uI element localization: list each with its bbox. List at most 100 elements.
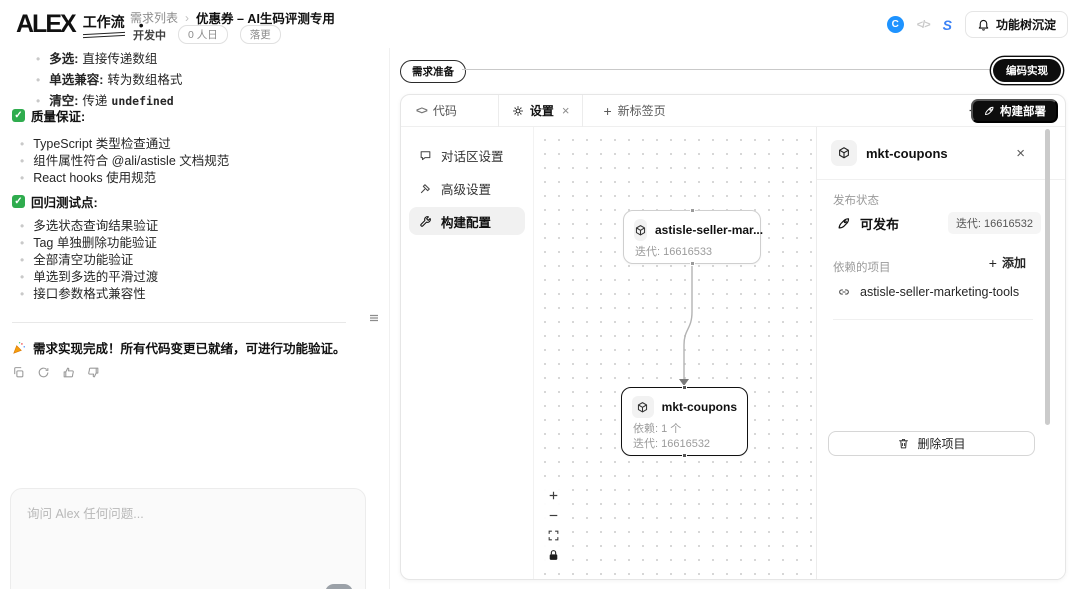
product-name: 工作流: [82, 14, 125, 30]
package-icon: [831, 140, 857, 166]
regenerate-icon[interactable]: [37, 366, 50, 379]
trash-icon: [899, 438, 909, 449]
deps-section-label: 依赖的项目: [833, 262, 891, 274]
lock-icon[interactable]: [547, 549, 560, 562]
workflow-stepper: 需求准备 编码实现: [400, 58, 1066, 84]
node-port[interactable]: [682, 453, 687, 458]
party-popper-icon: [13, 341, 25, 354]
product-name-wrap: 工作流: [82, 12, 125, 39]
bullet-icon: •: [20, 154, 25, 168]
iteration-badge: 迭代: 16616532: [947, 212, 1041, 234]
canvas-controls: [540, 485, 566, 566]
node-port[interactable]: [690, 208, 695, 213]
nav-item-build-config[interactable]: 构建配置: [409, 207, 525, 235]
stepper-line: [462, 69, 1004, 71]
zoom-in-icon[interactable]: [547, 489, 560, 502]
node-title: astisle-seller-mar...: [655, 223, 764, 237]
nav-item-advanced-settings[interactable]: 高级设置: [409, 174, 525, 202]
panel-resize-handle-icon[interactable]: [368, 312, 380, 324]
list-item: •全部清空功能验证: [20, 253, 134, 267]
chat-input-box[interactable]: [10, 488, 366, 589]
breadcrumb-parent[interactable]: 需求列表: [130, 11, 179, 25]
detail-header: mkt-coupons ×: [817, 127, 1065, 180]
plus-icon: +: [988, 254, 997, 271]
settings-nav: 对话区设置 高级设置 构建配置: [401, 127, 534, 579]
logo[interactable]: ALEX 工作流 •: [16, 10, 144, 39]
screwdriver-icon: [420, 183, 430, 193]
bullet-icon: •: [20, 270, 25, 284]
rocket-icon: [838, 217, 850, 228]
node-iteration: 迭代: 16616532: [633, 438, 711, 450]
node-detail-panel: mkt-coupons × 发布状态 可发布 迭代: 16616532 依赖的项…: [816, 127, 1065, 579]
add-dependency-button[interactable]: + 添加: [988, 254, 1026, 271]
bell-icon: [978, 19, 989, 31]
bullet-icon: •: [20, 137, 25, 151]
graph-node-parent[interactable]: astisle-seller-mar... 迭代: 16616533: [623, 208, 764, 266]
tab-code[interactable]: <> 代码: [416, 104, 457, 118]
feature-tree-button[interactable]: 功能树沉淀: [964, 11, 1068, 38]
new-tab-button[interactable]: + 新标签页: [603, 102, 666, 119]
detail-title: mkt-coupons: [866, 145, 948, 161]
message-divider: [12, 322, 346, 323]
publish-section-label: 发布状态: [833, 195, 879, 207]
chat-bubble-icon: [420, 150, 431, 160]
edge-connector: [679, 264, 693, 386]
fit-view-icon[interactable]: [547, 529, 560, 542]
delete-project-button[interactable]: 删除项目: [828, 431, 1035, 456]
package-icon: [634, 219, 647, 241]
close-tab-icon[interactable]: ×: [561, 103, 570, 118]
list-item: •多选:直接传递数组: [36, 52, 158, 66]
package-icon: [632, 396, 654, 418]
graph-node-selected[interactable]: mkt-coupons 依赖: 1 个 迭代: 16616532: [621, 385, 748, 458]
spark-logo-icon[interactable]: S: [942, 16, 952, 33]
list-item: •单选到多选的平滑过渡: [20, 270, 159, 284]
detail-divider: [833, 319, 1033, 320]
send-button[interactable]: [325, 584, 353, 589]
status-badge: 开发中: [133, 29, 166, 42]
list-item: •TypeScript 类型检查通过: [20, 137, 171, 151]
gear-icon: [513, 105, 523, 116]
thumbs-up-icon[interactable]: [62, 366, 75, 379]
publish-status: 可发布: [860, 216, 900, 232]
tab-settings[interactable]: 设置 ×: [497, 95, 584, 127]
logo-text: ALEX: [16, 10, 77, 38]
zoom-out-icon[interactable]: [547, 509, 560, 522]
wrench-icon: [420, 215, 431, 227]
list-item: •接口参数格式兼容性: [20, 287, 146, 301]
close-panel-icon[interactable]: ×: [1016, 144, 1025, 162]
status-badges: 开发中 0 人日 落更: [133, 25, 281, 44]
node-port[interactable]: [682, 385, 687, 390]
publish-status-row: 可发布 迭代: 16616532: [836, 212, 1041, 234]
node-port[interactable]: [690, 261, 695, 266]
chat-input[interactable]: [27, 503, 347, 583]
list-item: •单选兼容:转为数组格式: [36, 73, 183, 87]
message-actions: [12, 366, 100, 379]
bullet-icon: •: [36, 52, 41, 66]
bullet-icon: •: [20, 287, 25, 301]
dependency-canvas[interactable]: astisle-seller-mar... 迭代: 16616533 mkt-c…: [534, 127, 816, 579]
code-link-icon[interactable]: </>: [916, 18, 931, 31]
step-implement[interactable]: 编码实现: [993, 59, 1061, 82]
copy-icon[interactable]: [12, 366, 25, 379]
thumbs-down-icon[interactable]: [87, 366, 100, 379]
nav-item-dialog-settings[interactable]: 对话区设置: [409, 141, 525, 169]
step-prepare[interactable]: 需求准备: [400, 60, 466, 83]
node-iteration: 迭代: 16616533: [635, 246, 713, 258]
rocket-icon: [985, 106, 994, 115]
detail-scrollbar[interactable]: [1045, 129, 1050, 425]
list-item: •多选状态查询结果验证: [20, 219, 159, 233]
header-actions: C </> S 功能树沉淀: [886, 11, 1068, 38]
tab-bar: <> 代码 设置 × + 新标签页 构建部署: [401, 95, 1065, 127]
change-badge: 落更: [239, 25, 281, 44]
node-title: mkt-coupons: [661, 400, 737, 414]
breadcrumb-current: 优惠券 – AI生码评测专用: [196, 12, 335, 26]
bullet-icon: •: [20, 171, 25, 185]
logo-dot: •: [138, 16, 144, 33]
assistant-icon[interactable]: C: [886, 16, 904, 33]
plus-icon: +: [603, 102, 612, 119]
bullet-icon: •: [36, 94, 41, 108]
bullet-icon: •: [20, 219, 25, 233]
dependency-item[interactable]: astisle-seller-marketing-tools: [837, 285, 1047, 299]
build-deploy-button[interactable]: 构建部署: [971, 99, 1058, 123]
